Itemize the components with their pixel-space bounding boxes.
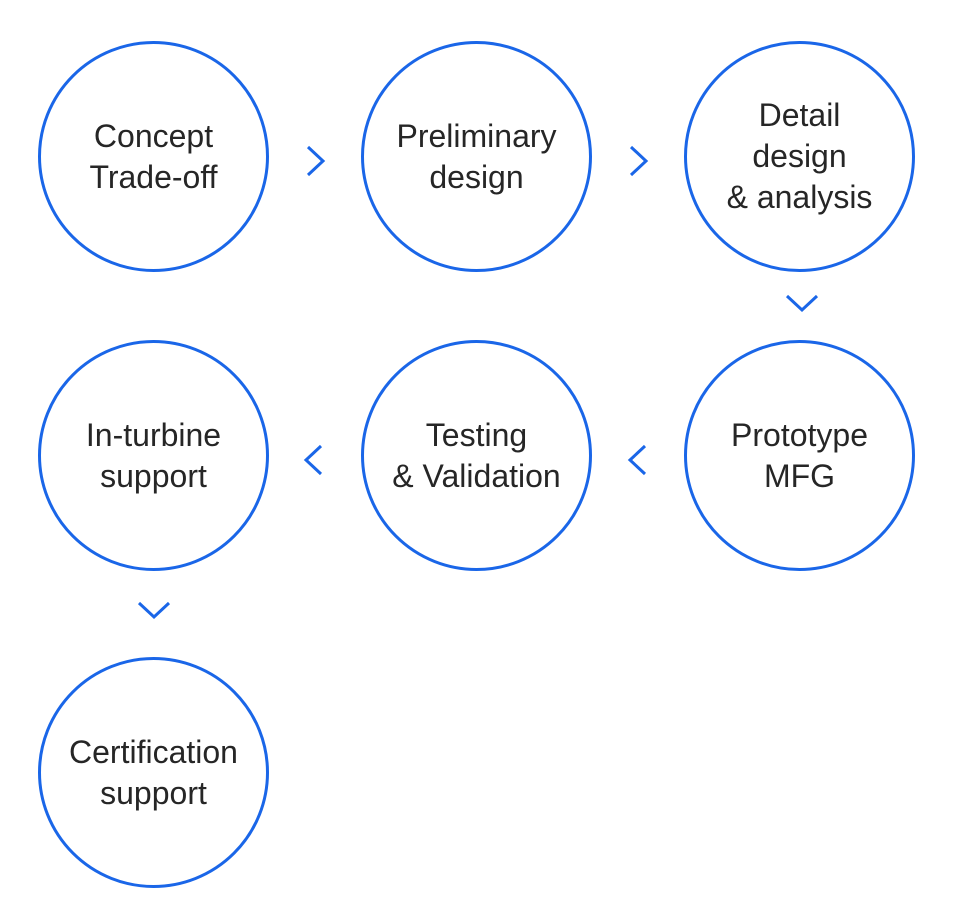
step-label-line: Certification — [69, 733, 238, 770]
step-in-turbine-support: In-turbine support — [38, 340, 269, 571]
step-label-line: MFG — [763, 457, 836, 494]
step-label-line: In-turbine — [85, 416, 222, 453]
step-label-line: support — [100, 457, 207, 494]
step-concept-trade-off: Concept Trade-off — [38, 41, 269, 272]
step-certification-support: Certification support — [38, 657, 269, 888]
step-label-line: Prototype — [731, 416, 868, 453]
step-testing-validation: Testing & Validation — [361, 340, 592, 571]
chevron-left-icon — [627, 444, 647, 476]
chevron-left-icon — [303, 444, 323, 476]
chevron-down-icon — [785, 294, 819, 313]
step-label-line: design — [429, 158, 524, 195]
chevron-right-icon — [306, 145, 326, 177]
step-label-line: Concept — [93, 117, 214, 154]
step-prototype-mfg: Prototype MFG — [684, 340, 915, 571]
chevron-right-icon — [629, 145, 649, 177]
step-label-line: Trade-off — [89, 158, 218, 195]
chevron-down-icon — [137, 601, 171, 620]
step-preliminary-design: Preliminary design — [361, 41, 592, 272]
step-detail-design-analysis: Detail design & analysis — [684, 41, 915, 272]
step-label-line: Detail — [758, 97, 841, 133]
step-label-line: Testing — [425, 416, 528, 453]
step-label-line: Preliminary — [396, 117, 557, 154]
step-label-line: support — [100, 774, 207, 811]
step-label-line: & analysis — [726, 179, 873, 215]
step-label-line: design — [752, 138, 847, 174]
step-label-line: & Validation — [392, 457, 561, 494]
